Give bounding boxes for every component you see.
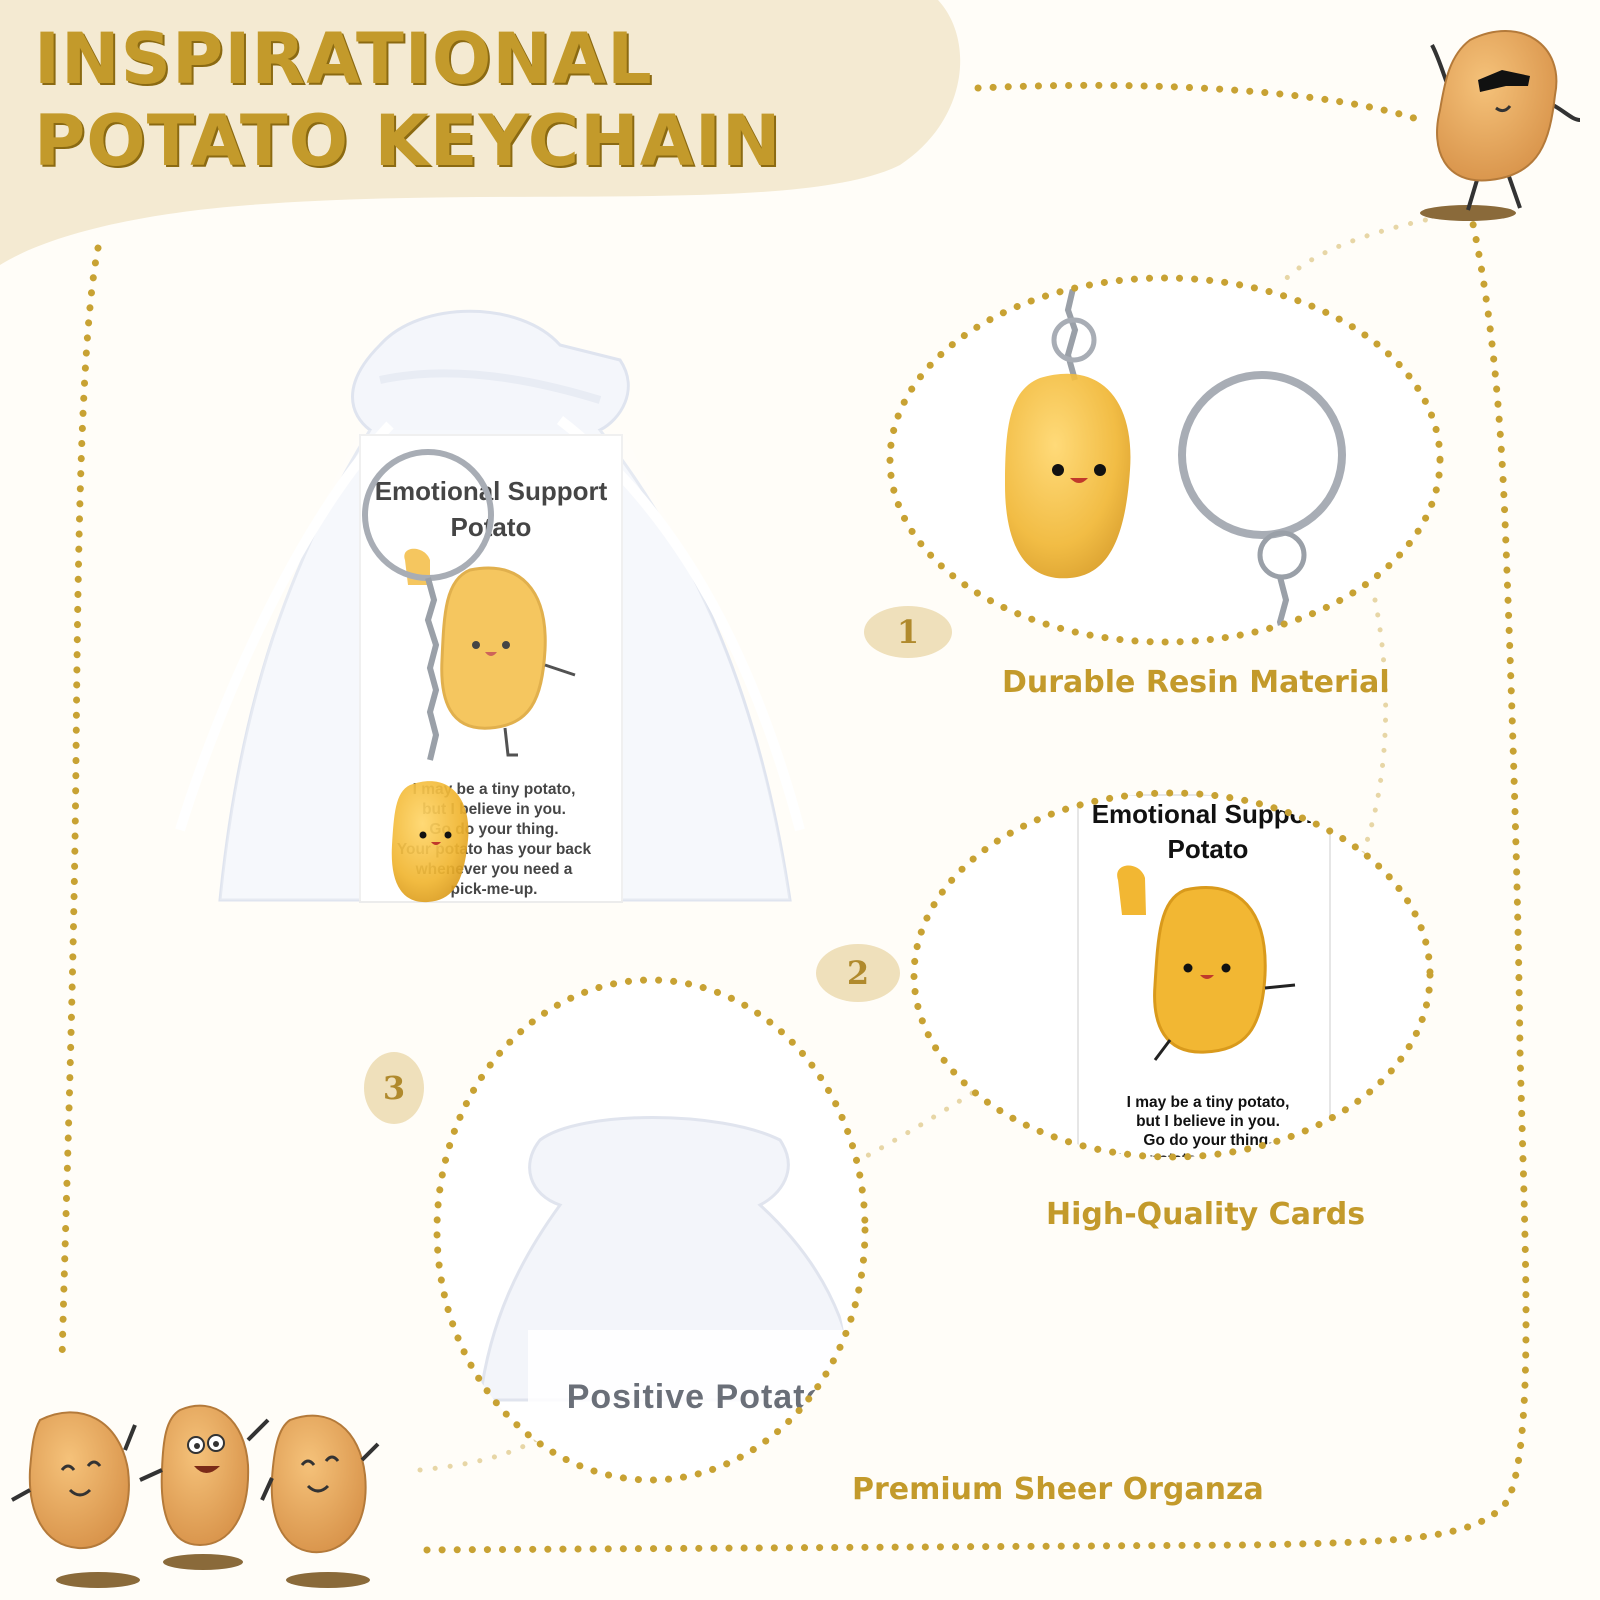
title-banner [0,0,961,265]
potato-trio-icon [11,1404,380,1588]
feature-label-organza: Premium Sheer Organza [852,1472,1264,1507]
bag-print-text: Positive Potato [567,1378,828,1416]
detail-2-image: Emotional Support Potato I may be a tiny… [914,793,1430,1168]
detail-card-line: Go do your thing. [1143,1132,1272,1149]
detail-card-line: Your potato has your back [1111,1151,1306,1168]
main-card-line: pick-me-up. [451,881,538,898]
detail-1-image [890,278,1440,642]
detail-card-line: but I believe in you. [1136,1113,1280,1130]
feature-label-cards: High-Quality Cards [1046,1197,1366,1232]
feature-label-resin: Durable Resin Material [1002,665,1390,700]
detail-3-frame [433,976,869,1484]
bag-sheen [220,430,790,900]
keyring-icon [362,449,494,761]
feature-number-badge: 3 [364,1052,424,1124]
detail-3-image: Positive Potato [437,980,865,1480]
detail-card-line: I may be a tiny potato, [1127,1094,1290,1111]
detail-card-heading-2: Potato [1168,834,1249,864]
page-title-line-1: INSPIRATIONAL [34,18,653,100]
potato-keychain-icon [391,781,469,903]
potato-sunglasses-icon [1420,30,1581,221]
page-title-line-2: POTATO KEYCHAIN [34,100,782,182]
feature-number-badge: 1 [864,606,952,658]
detail-2-frame [910,789,1434,1161]
card-potato-icon [404,548,576,757]
feature-number-badge: 2 [816,944,900,1002]
detail-1-frame [886,274,1444,646]
